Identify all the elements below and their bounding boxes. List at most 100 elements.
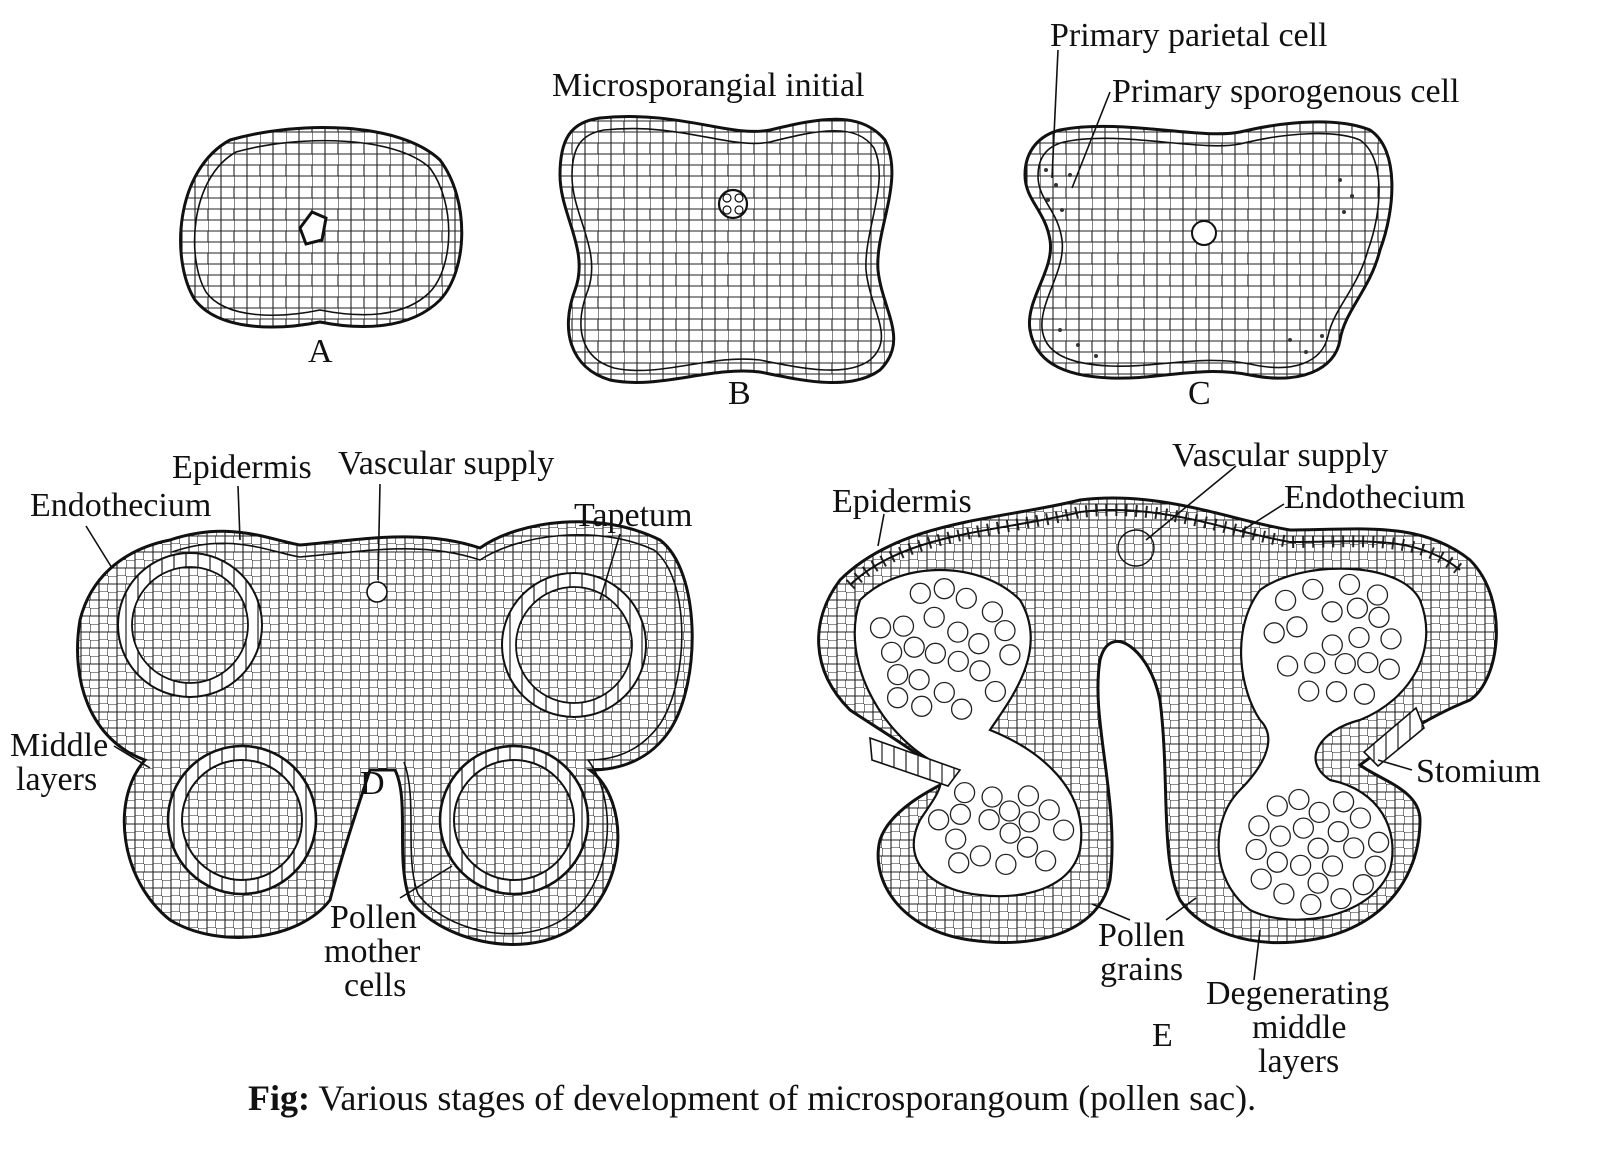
pollen-grain [1369, 607, 1389, 627]
leader-stomium-e [1378, 760, 1412, 770]
label-endothecium-e: Endothecium [1284, 479, 1465, 516]
pollen-grain [1305, 653, 1325, 673]
pollen-grain [996, 854, 1016, 874]
anther-outline-b [560, 117, 894, 383]
pollen-grain [1019, 812, 1039, 832]
pollen-grain [1369, 832, 1389, 852]
pollen-grain [949, 853, 969, 873]
pollen-grain [1276, 590, 1296, 610]
label-stomium-e: Stomium [1416, 753, 1541, 790]
pollen-grain [1000, 801, 1020, 821]
pollen-grain [995, 621, 1015, 641]
pollen-grain [985, 682, 1005, 702]
pollen-grain [1291, 855, 1311, 875]
figure-c: Primary parietal cell Primary sporogenou… [1025, 17, 1460, 412]
pollen-grain [1267, 852, 1287, 872]
label-cells-d: cells [344, 967, 406, 1004]
pollen-grain [1270, 826, 1290, 846]
figure-letter-c: C [1188, 375, 1211, 412]
pollen-grain [1358, 653, 1378, 673]
pollen-grain [934, 579, 954, 599]
pollen-grain [1274, 884, 1294, 904]
pollen-grain [1334, 792, 1354, 812]
pollen-grain [1267, 796, 1287, 816]
pollen-grain [1249, 816, 1269, 836]
pollen-grain [1293, 818, 1313, 838]
pollen-grain [1344, 838, 1364, 858]
label-primary-sporogenous-cell: Primary sporogenous cell [1112, 73, 1460, 110]
pollen-grain [909, 670, 929, 690]
pollen-grain [1264, 623, 1284, 643]
locule-lower-right [440, 746, 588, 894]
pollen-grain [952, 699, 972, 719]
label-degenerating-e: Degenerating [1206, 975, 1389, 1012]
figure-d: Epidermis Vascular supply Endothecium Ta… [10, 445, 692, 1004]
figure-letter-d: D [360, 765, 385, 802]
pollen-grain [1309, 802, 1329, 822]
pollen-grain [924, 607, 944, 627]
pollen-grain [1347, 598, 1367, 618]
pollen-grain [1303, 579, 1323, 599]
pollen-grain [950, 804, 970, 824]
label-mother-d: mother [324, 933, 421, 970]
label-primary-parietal-cell: Primary parietal cell [1050, 17, 1328, 54]
label-tapetum-d: Tapetum [574, 497, 692, 534]
pollen-grain [1308, 838, 1328, 858]
pollen-grain [956, 588, 976, 608]
microsporangial-initial-cluster [719, 190, 747, 218]
pollen-grain [904, 637, 924, 657]
pollen-grain [970, 661, 990, 681]
pollen-grain [1287, 617, 1307, 637]
vascular-supply-d [367, 582, 387, 602]
pollen-grain [1322, 602, 1342, 622]
pollen-grain [970, 846, 990, 866]
pollen-grain [888, 665, 908, 685]
pollen-grain [1278, 656, 1298, 676]
pollen-grain [948, 622, 968, 642]
pollen-grain [979, 810, 999, 830]
pollen-grain [1354, 684, 1374, 704]
pollen-grain [1379, 659, 1399, 679]
pollen-grain [1368, 585, 1388, 605]
label-microsporangial-initial: Microsporangial initial [552, 67, 865, 104]
figure-letter-a: A [308, 333, 333, 370]
locule-lower-left [168, 746, 316, 894]
pollen-grain [894, 616, 914, 636]
pollen-grain [969, 634, 989, 654]
label-epidermis-e: Epidermis [832, 483, 972, 520]
pollen-grain [1289, 790, 1309, 810]
pollen-grain [1335, 654, 1355, 674]
pollen-grain [946, 829, 966, 849]
pollen-grain [1039, 800, 1059, 820]
vascular-initial-c [1192, 221, 1216, 245]
pollen-grain [1251, 869, 1271, 889]
pollen-grain [1349, 628, 1369, 648]
locule-upper-left [118, 553, 262, 697]
label-pollen-d: Pollen [330, 899, 417, 936]
pollen-grain [1018, 786, 1038, 806]
label-layers-d: layers [16, 761, 97, 798]
label-pollen-e: Pollen [1098, 917, 1185, 954]
label-middle-e: middle [1252, 1009, 1346, 1046]
pollen-grain [982, 787, 1002, 807]
pollen-grain [955, 783, 975, 803]
figure-b: Microsporangial initial B [552, 67, 894, 412]
pollen-grain [1331, 889, 1351, 909]
pollen-grain [888, 688, 908, 708]
figure-letter-b: B [728, 375, 751, 412]
label-layers-e: layers [1258, 1043, 1339, 1080]
pollen-grain [1299, 681, 1319, 701]
pollen-grain [1328, 822, 1348, 842]
figure-letter-e: E [1152, 1017, 1173, 1054]
label-vascular-supply-d: Vascular supply [338, 445, 554, 482]
anther-outline-c [1025, 122, 1392, 378]
label-grains-e: grains [1100, 951, 1183, 988]
figure-a: A [181, 127, 462, 370]
pollen-grain [1350, 808, 1370, 828]
locule-upper-right [502, 573, 646, 717]
pollen-grain [1365, 856, 1385, 876]
pollen-grain [1308, 873, 1328, 893]
label-endothecium-d: Endothecium [30, 487, 211, 524]
